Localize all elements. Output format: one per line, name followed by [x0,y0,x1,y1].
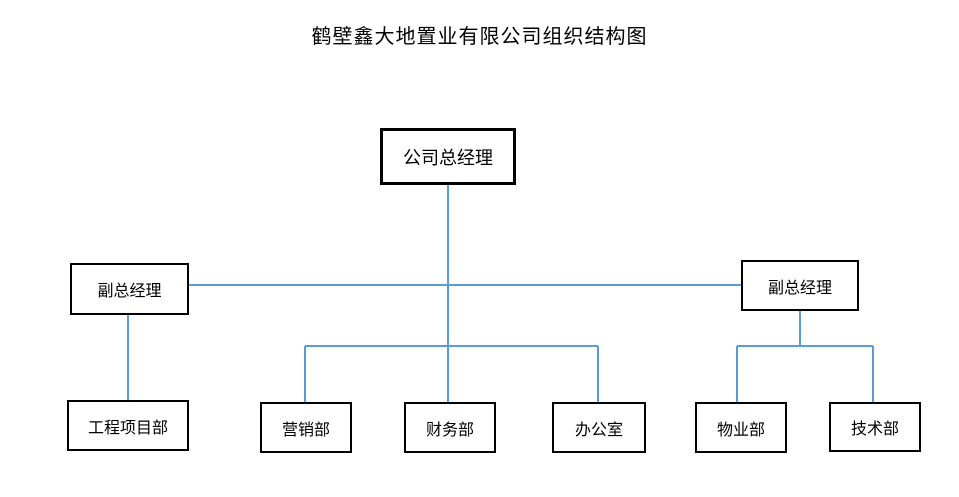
node-vice-gm-left: 副总经理 [70,263,189,315]
node-office: 办公室 [552,402,646,453]
node-finance-dept: 财务部 [404,402,496,453]
node-property-dept: 物业部 [695,402,787,453]
node-engineering-dept: 工程项目部 [67,400,189,451]
node-vice-gm-right: 副总经理 [741,260,859,311]
node-sales-dept: 营销部 [260,402,352,453]
node-general-manager: 公司总经理 [380,128,516,185]
chart-title: 鹤壁鑫大地置业有限公司组织结构图 [311,24,648,48]
node-tech-dept: 技术部 [829,402,921,452]
